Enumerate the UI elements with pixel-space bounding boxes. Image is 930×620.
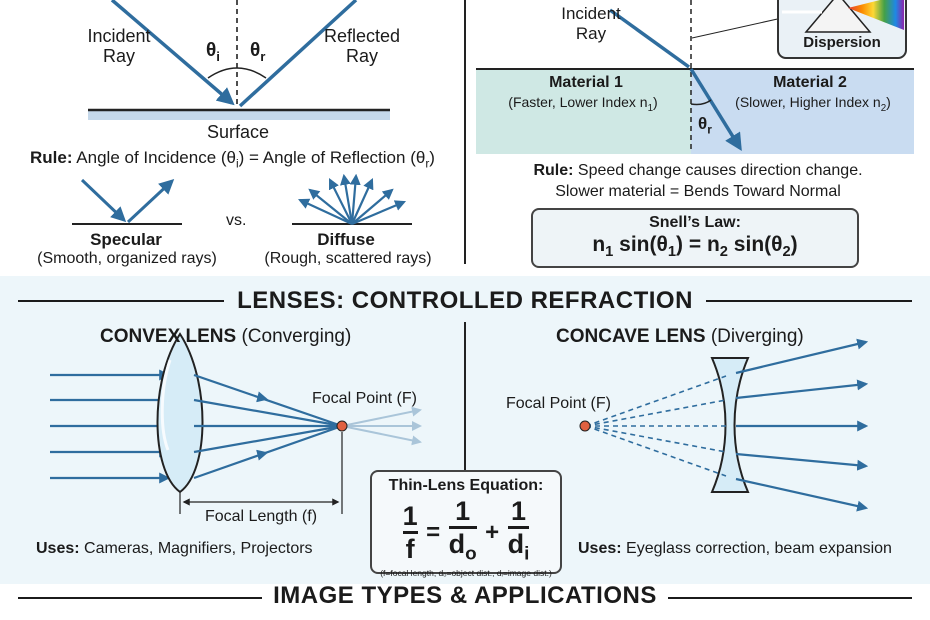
material-1-title: Material 1 [549, 74, 623, 91]
material-1-region [476, 69, 691, 154]
refraction-theta-r-label: θr [698, 114, 712, 137]
specular-title: Specular [90, 230, 162, 249]
convex-uses: Uses: Cameras, Magnifiers, Projectors [36, 540, 313, 557]
refraction-incident-ray [608, 8, 691, 69]
refraction-angle-arc [690, 99, 712, 106]
dispersion-leader [691, 17, 783, 39]
image-types-section-background [0, 584, 930, 620]
material-2-description: (Slower, Higher Index n2) [735, 94, 891, 114]
concave-diverging-rays [735, 338, 869, 512]
spectrum [848, 0, 904, 30]
angle-arc [207, 67, 267, 79]
diffuse-description: (Rough, scattered rays) [264, 250, 432, 267]
concave-uses: Uses: Eyeglass correction, beam expansio… [578, 540, 892, 557]
diffuse-title: Diffuse [317, 230, 375, 249]
snells-law-title: Snell’s Law: [649, 214, 741, 231]
convex-lens-shape [156, 332, 204, 494]
concave-lens-shape [710, 357, 750, 493]
specular-incident [80, 178, 127, 223]
material-2-title: Material 2 [773, 74, 847, 91]
reflected-ray [238, 0, 358, 108]
convex-exit-rays [341, 406, 422, 446]
theta-i-label: θi [206, 40, 220, 64]
snells-law-box: Snell’s Law: n1 sin(θ1) = n2 sin(θ2) [531, 208, 859, 268]
concave-lens-diagram [579, 338, 869, 512]
concave-lens-title: CONCAVE LENS (Diverging) [556, 326, 804, 347]
reflecting-surface-shade [88, 111, 390, 120]
thin-lens-title: Thin-Lens Equation: [388, 477, 544, 494]
images-title-rule-right [668, 597, 912, 599]
focal-length-label: Focal Length (f) [204, 508, 318, 525]
vs-label: vs. [226, 212, 247, 229]
convex-lens-diagram [50, 332, 422, 514]
specular-reflected [126, 178, 175, 224]
material-1-description: (Faster, Lower Index n1) [508, 94, 658, 114]
convex-focal-point [336, 420, 348, 432]
concave-focal-point-label: Focal Point (F) [506, 395, 611, 412]
images-title-rule-left [18, 597, 262, 599]
lenses-title-rule-right [706, 300, 912, 302]
image-types-section-title: IMAGE TYPES & APPLICATIONS [273, 582, 657, 609]
snells-law-equation: n1 sin(θ1) = n2 sin(θ2) [592, 233, 798, 261]
lenses-title-rule-left [18, 300, 224, 302]
refraction-diagram [476, 0, 914, 154]
dispersion-label: Dispersion [803, 34, 881, 51]
refraction-refracted-ray [689, 68, 742, 151]
convex-lens-title: CONVEX LENS (Converging) [100, 326, 352, 347]
thin-lens-note: (f=focal length, dₒ=object dist., dᵢ=ima… [380, 568, 552, 579]
theta-r-label: θr [250, 40, 266, 64]
surface-label: Surface [206, 122, 270, 142]
reflection-diagram [72, 0, 412, 226]
lenses-section-title: LENSES: CONTROLLED REFRACTION [237, 287, 693, 314]
incident-ray [110, 0, 235, 106]
concave-focal-point [579, 420, 591, 432]
reflection-rule: Rule: Angle of Incidence (θi) = Angle of… [30, 148, 435, 171]
concave-virtual-rays [585, 375, 727, 477]
diffuse-rays [298, 173, 407, 226]
convex-incoming-rays [50, 369, 171, 484]
specular-description: (Smooth, organized rays) [37, 250, 217, 267]
convex-focal-point-label: Focal Point (F) [312, 390, 417, 407]
refraction-rule: Rule: Speed change causes direction chan… [533, 162, 863, 200]
convex-converging-rays [193, 373, 343, 480]
